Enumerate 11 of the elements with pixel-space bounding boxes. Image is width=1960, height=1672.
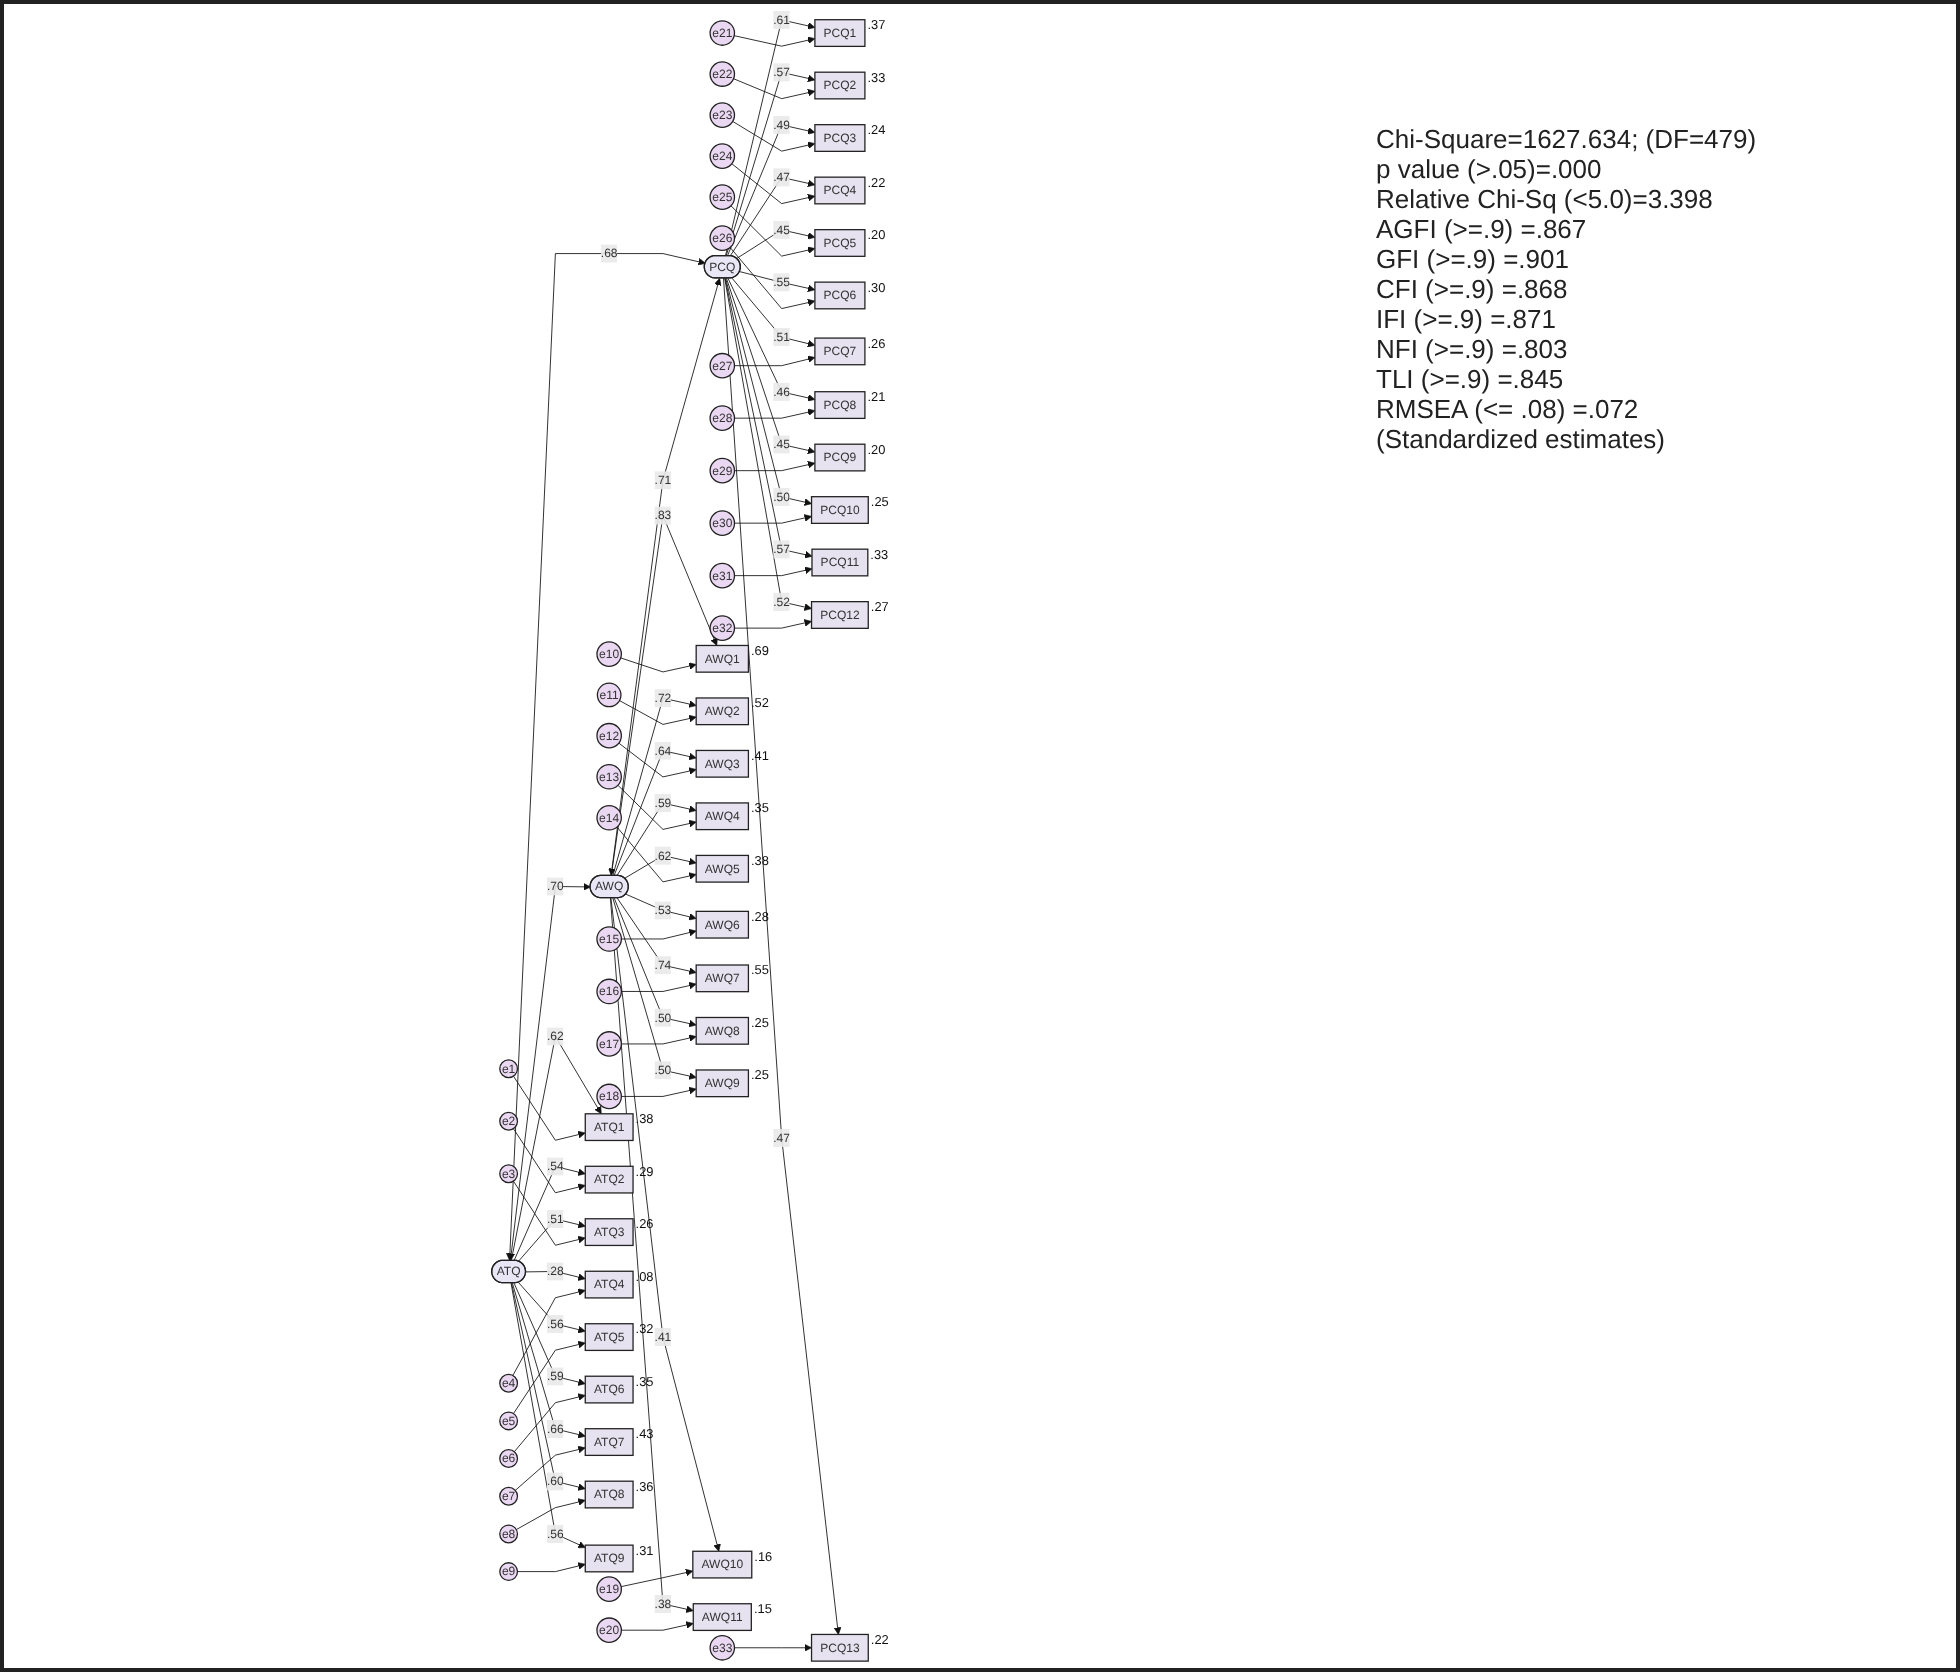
fit-statistic: NFI (>=.9) =.803	[1376, 334, 1570, 364]
fit-statistic: TLI (>=.9) =.845	[1376, 364, 1566, 394]
fit-statistic: Relative Chi-Sq (<5.0)=3.398	[1376, 184, 1715, 214]
fit-statistic: p value (>.05)=.000	[1376, 154, 1604, 184]
fit-statistic: GFI (>=.9) =.901	[1376, 244, 1571, 274]
fit-statistic: AGFI (>=.9) =.867	[1376, 214, 1589, 244]
fit-statistic: CFI (>=.9) =.868	[1376, 274, 1570, 304]
fit-statistic: RMSEA (<= .08) =.072	[1376, 394, 1641, 424]
fit-statistic: Chi-Square=1627.634; (DF=479)	[1376, 124, 1759, 154]
fit-statistic: (Standardized estimates)	[1376, 424, 1668, 454]
fit-statistic: IFI (>=.9) =.871	[1376, 304, 1558, 334]
